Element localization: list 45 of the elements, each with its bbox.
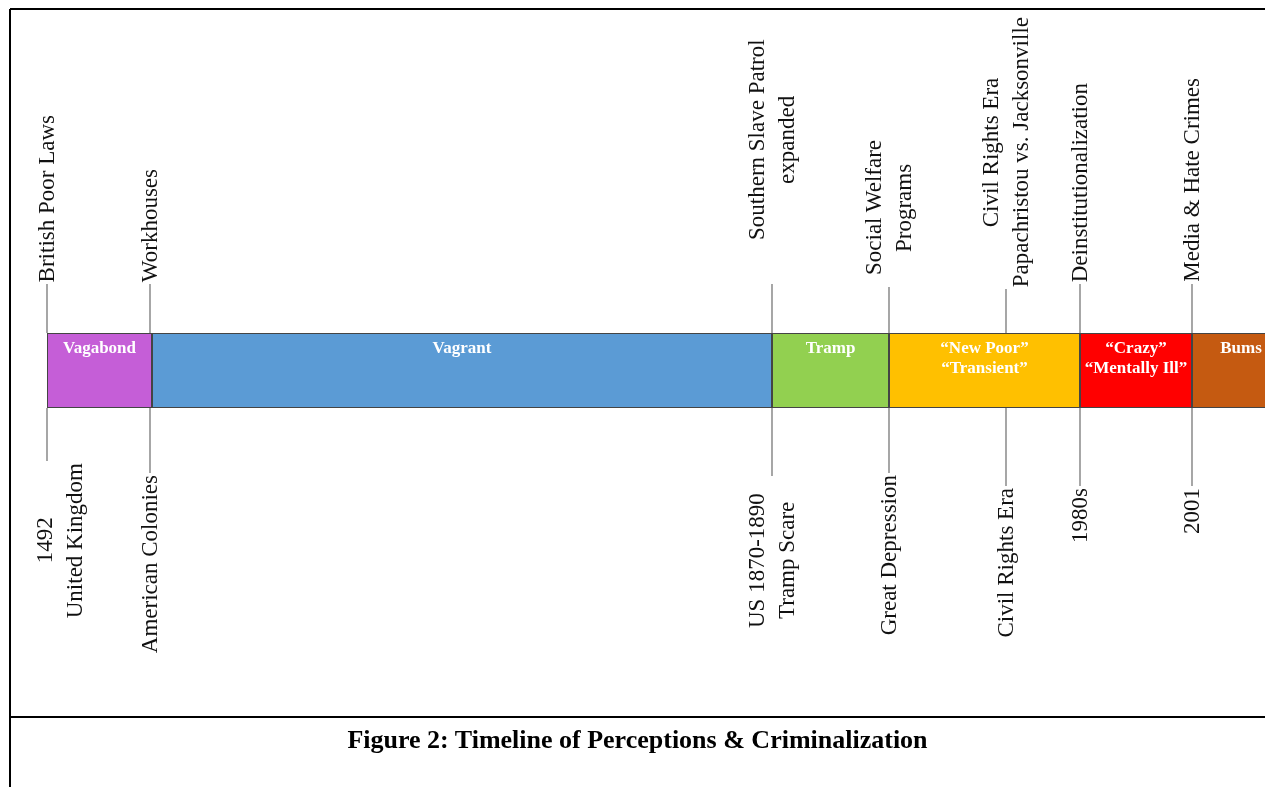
tick-line [1079, 407, 1081, 487]
date-place-label: American Colonies [135, 475, 165, 654]
era-term: Vagabond [61, 338, 138, 358]
era-term: Bums [1219, 338, 1263, 358]
tick-line [1191, 407, 1193, 487]
tick-line [1005, 407, 1007, 487]
tick-line [1191, 283, 1193, 334]
date-place-label: Civil Rights Era [991, 488, 1021, 638]
event-label: British Poor Laws [32, 114, 62, 282]
event-label: Media & Hate Crimes [1177, 78, 1207, 282]
tick-line [149, 283, 151, 334]
tick-line [771, 283, 773, 334]
date-place-label: 1492 [31, 516, 58, 566]
tick-line [1079, 283, 1081, 334]
event-label: Civil Rights Era [977, 76, 1004, 229]
date-place-label: 1980s [1065, 488, 1095, 543]
era-term: “Crazy” [1104, 338, 1168, 358]
timeline-segment [889, 333, 1080, 408]
era-term: “New Poor” [939, 338, 1030, 358]
event-label: Papachristou vs. Jacksonville [1007, 16, 1034, 287]
date-place-label: United Kingdom [61, 463, 88, 619]
timeline-segment [47, 333, 152, 408]
era-term: “Transient” [940, 358, 1029, 378]
date-place-label: Great Depression [874, 475, 904, 636]
timeline-segment [152, 333, 772, 408]
tick-line [888, 407, 890, 474]
timeline-segment [1080, 333, 1192, 408]
tick-line [46, 283, 48, 334]
tick-line [771, 407, 773, 477]
tick-line [149, 407, 151, 474]
era-term: Tramp [804, 338, 857, 358]
tick-line [46, 407, 48, 462]
timeline-segment [772, 333, 889, 408]
date-place-label: 2001 [1177, 488, 1207, 534]
event-label: Workhouses [135, 168, 165, 282]
figure-caption: Figure 2: Timeline of Perceptions & Criminalization [346, 725, 929, 755]
timeline-segment [1192, 333, 1265, 408]
date-place-label: US 1870-1890 Tramp Scare [742, 478, 802, 643]
event-label: Deinstitutionalization [1065, 82, 1095, 282]
tick-line [1005, 288, 1007, 334]
era-term: “Mentally Ill” [1083, 358, 1189, 378]
era-term: Vagrant [431, 338, 493, 358]
tick-line [888, 286, 890, 334]
event-label: Southern Slave Patrol expanded [742, 0, 802, 282]
event-label: Social Welfare Programs [859, 130, 919, 285]
